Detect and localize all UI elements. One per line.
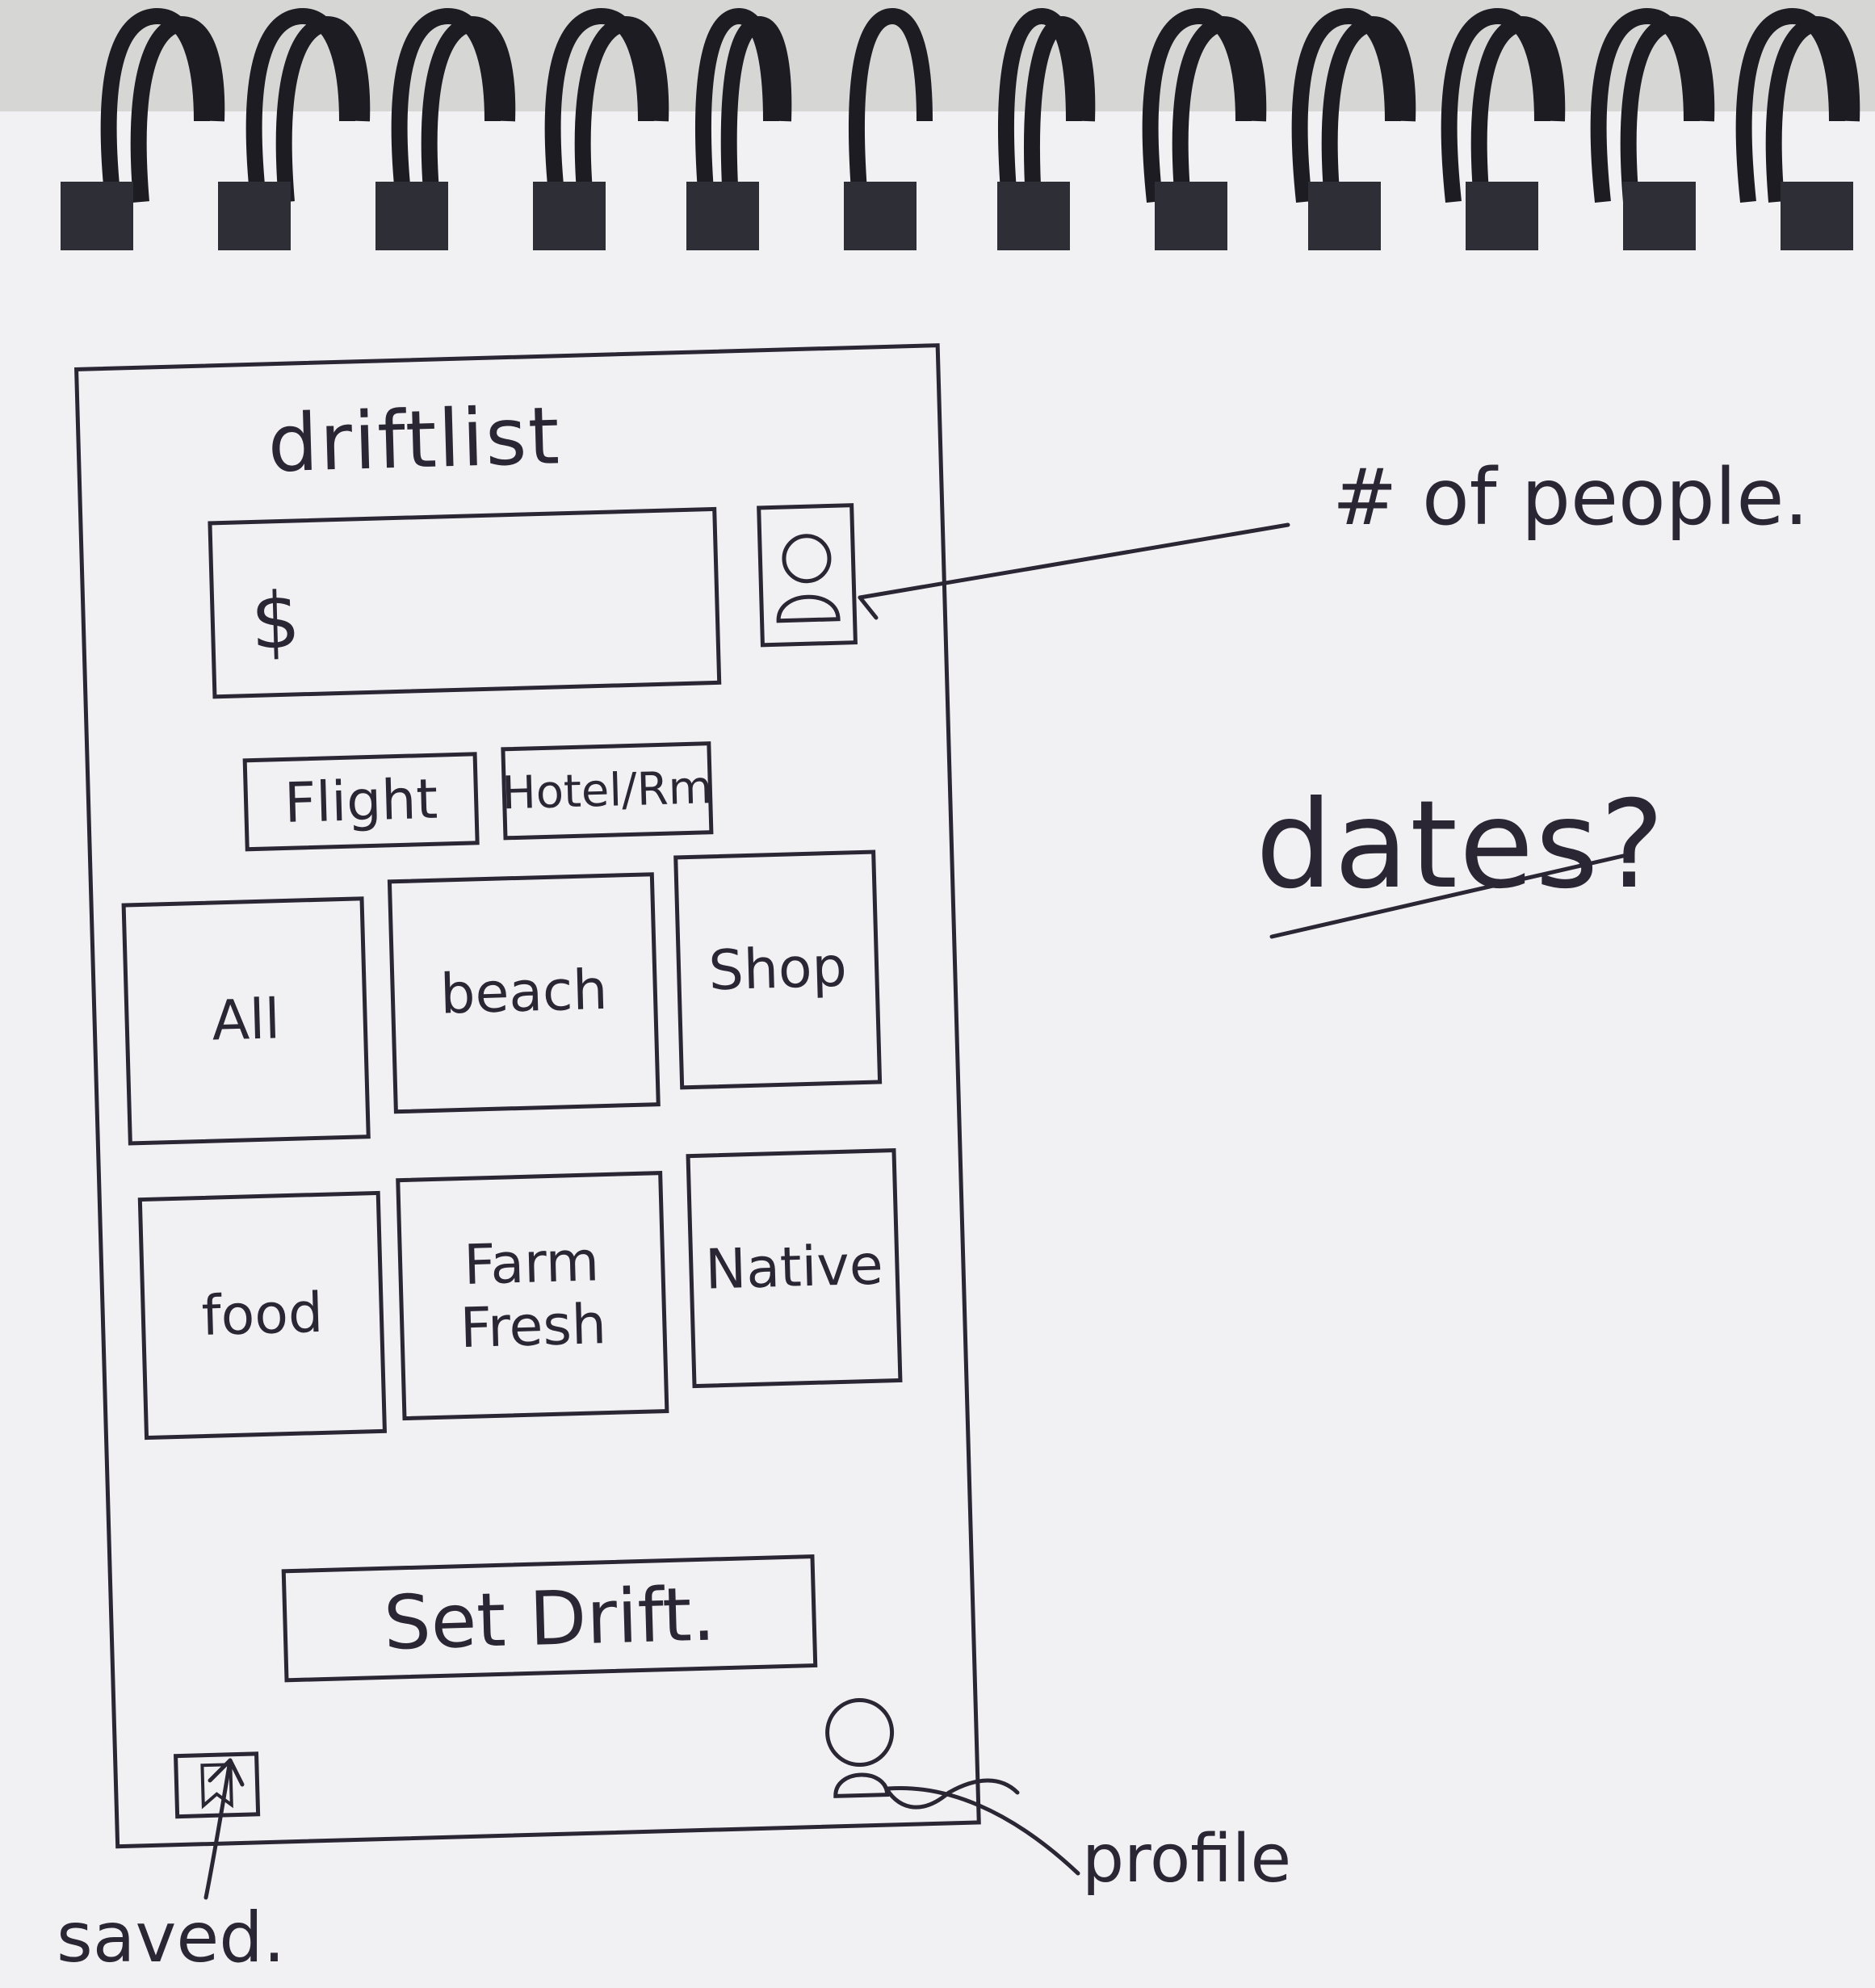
people-count-button[interactable] bbox=[757, 503, 858, 648]
profile-button[interactable] bbox=[810, 1689, 910, 1805]
category-farm-fresh[interactable]: Farm Fresh bbox=[396, 1171, 669, 1421]
annotation-people: # of people. bbox=[1332, 452, 1809, 543]
person-icon bbox=[825, 1698, 895, 1798]
category-native[interactable]: Native bbox=[686, 1147, 903, 1389]
app-title: driftlist bbox=[266, 390, 563, 491]
category-beach[interactable]: beach bbox=[387, 872, 661, 1114]
toggle-flight[interactable]: Flight bbox=[242, 752, 480, 852]
saved-button[interactable] bbox=[173, 1751, 261, 1819]
dollar-icon: $ bbox=[250, 575, 302, 667]
spiral-binding bbox=[61, 7, 1860, 250]
toggle-hotel-room[interactable]: Hotel/Rm bbox=[501, 741, 714, 841]
category-shop[interactable]: Shop bbox=[673, 849, 883, 1090]
notebook-page bbox=[0, 111, 1875, 1988]
category-food[interactable]: food bbox=[137, 1190, 387, 1441]
person-icon bbox=[776, 534, 841, 623]
budget-input[interactable]: $ bbox=[208, 506, 722, 699]
annotation-saved: saved. bbox=[57, 1898, 286, 1978]
set-drift-button[interactable]: Set Drift. bbox=[281, 1554, 818, 1683]
bookmark-icon bbox=[200, 1763, 233, 1810]
annotation-profile: profile bbox=[1082, 1821, 1292, 1898]
annotation-dates: dates? bbox=[1256, 775, 1666, 916]
category-all[interactable]: All bbox=[121, 896, 371, 1146]
phone-frame: driftlist $ Flight Hotel/Rm All beach Sh… bbox=[74, 343, 981, 1849]
